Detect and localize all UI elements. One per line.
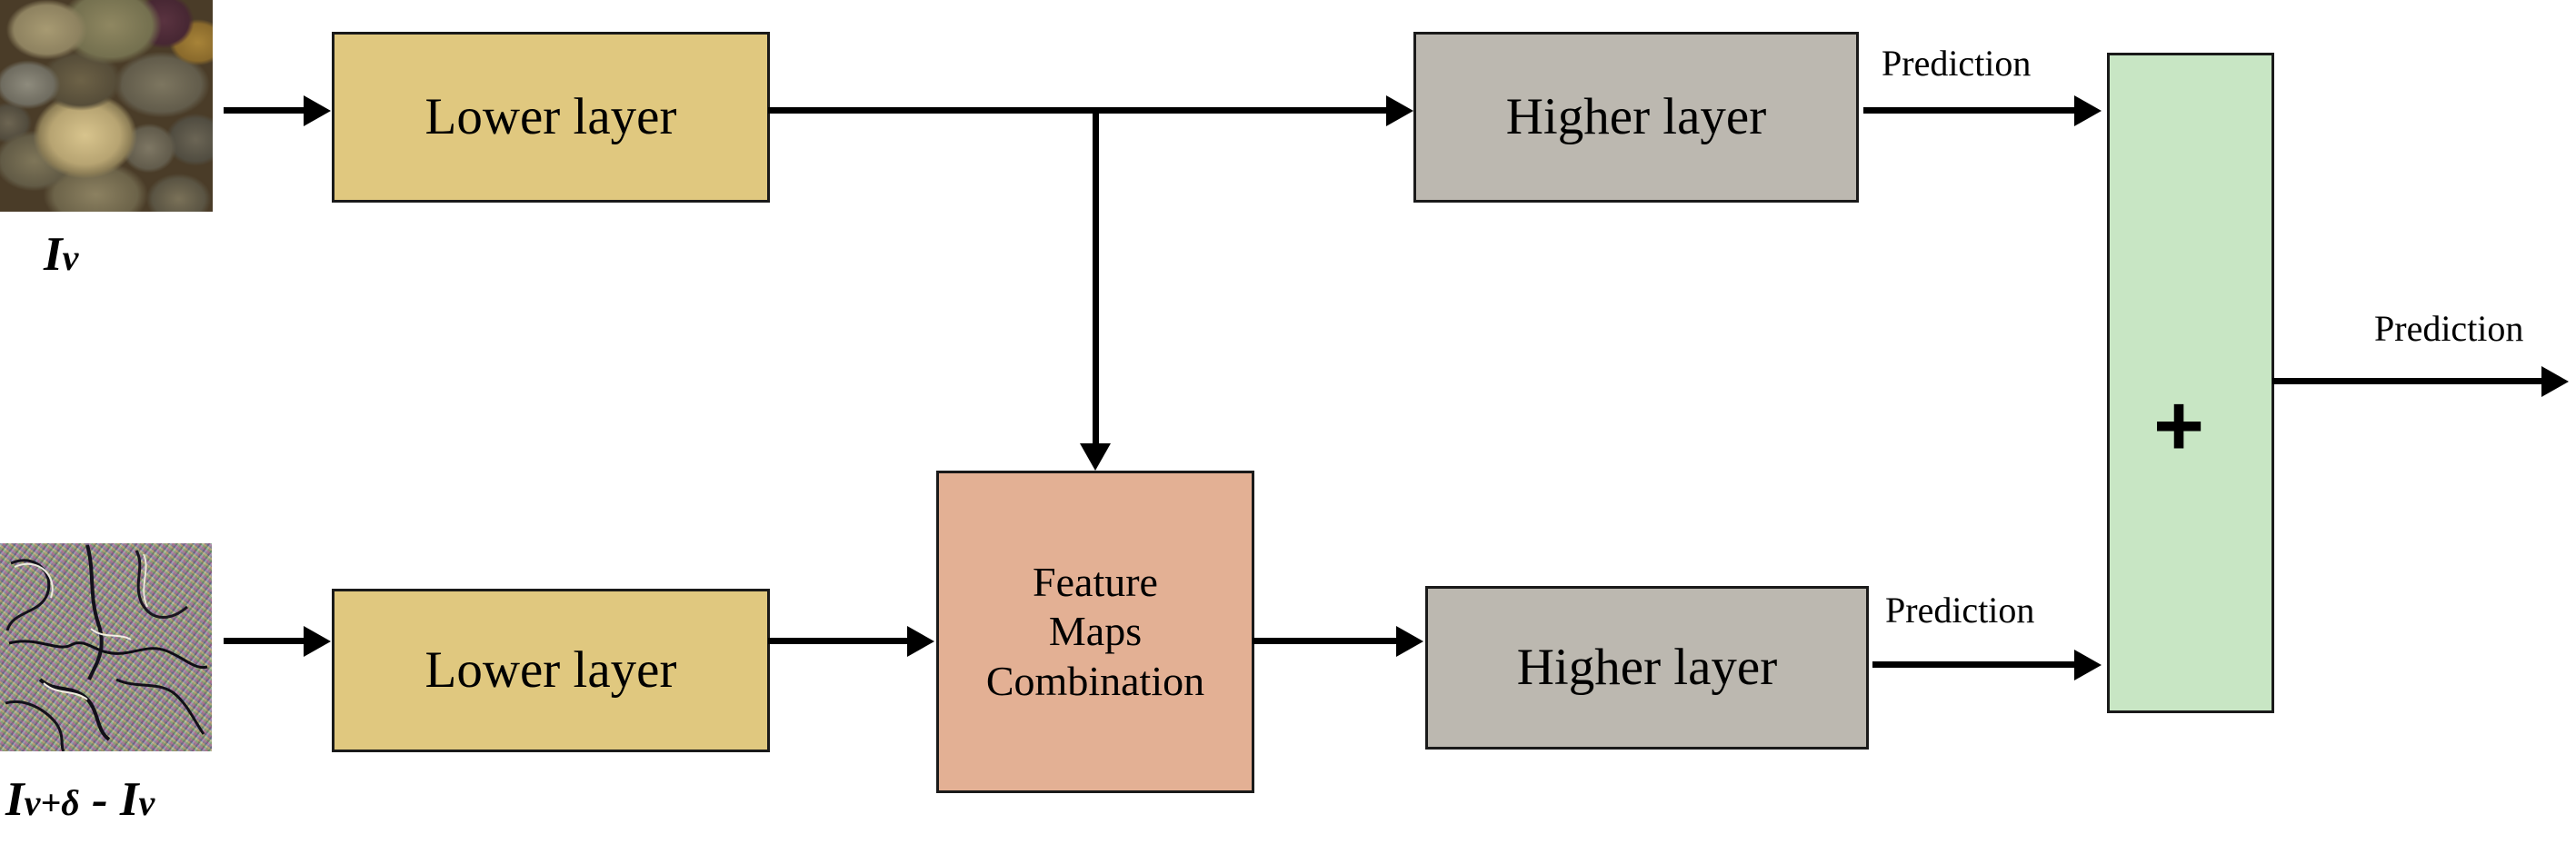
higher-layer-bottom-label: Higher layer <box>1516 639 1778 697</box>
combination-label-line-1: Feature <box>1033 559 1158 606</box>
lower-layer-bottom-box[interactable]: Lower layer <box>332 589 770 752</box>
higher-layer-bottom-box[interactable]: Higher layer <box>1425 586 1869 750</box>
lower-layer-bottom-label: Lower layer <box>424 641 677 700</box>
clean-image-caption-subscript: v <box>62 237 79 278</box>
combination-label-line-2: Maps <box>1048 608 1143 655</box>
perturbation-image-thumbnail <box>0 543 212 751</box>
edge-clean-image-to-lower-layer <box>224 107 305 114</box>
edge-sum-to-output <box>2272 378 2545 384</box>
perturbation-caption-operator: - <box>79 773 120 826</box>
arrowhead-lower-layer-top-to-combination <box>1080 443 1111 471</box>
arrowhead-higher-layer-top-to-sum <box>2074 95 2102 126</box>
noise-edge-lines <box>5 544 208 751</box>
higher-layer-top-box[interactable]: Higher layer <box>1413 32 1859 203</box>
edge-lower-layer-bottom-to-combination <box>768 638 909 644</box>
prediction-output-label: Prediction <box>2374 308 2524 349</box>
perturbation-caption-symbol-2: I <box>119 773 139 826</box>
feature-maps-combination-box[interactable]: Feature Maps Combination <box>936 471 1254 793</box>
arrowhead-combination-to-higher-layer-bottom <box>1396 626 1423 657</box>
edge-higher-layer-top-to-sum <box>1863 107 2082 114</box>
perturbation-image-caption: Iv+δ - Iv <box>5 772 155 827</box>
prediction-sum-box[interactable]: + <box>2107 53 2274 713</box>
clean-image-caption: Iv <box>44 227 78 282</box>
arrowhead-sum-to-output <box>2541 366 2569 397</box>
lower-layer-top-label: Lower layer <box>424 88 677 146</box>
arrowhead-lower-layer-bottom-to-combination <box>907 626 934 657</box>
higher-layer-top-label: Higher layer <box>1505 88 1767 146</box>
perturbation-caption-symbol-1: I <box>5 773 25 826</box>
arrowhead-perturbation-image-to-lower-layer <box>304 626 331 657</box>
clean-image-thumbnail <box>0 0 213 212</box>
lower-layer-top-box[interactable]: Lower layer <box>332 32 770 203</box>
edge-combination-to-higher-layer-bottom <box>1253 638 1398 644</box>
edge-higher-layer-bottom-to-sum <box>1872 661 2082 668</box>
clean-image-caption-symbol: I <box>44 228 63 281</box>
edge-perturbation-image-to-lower-layer <box>224 638 305 644</box>
arrowhead-lower-layer-top-to-higher-layer-top <box>1386 95 1413 126</box>
prediction-bottom-label: Prediction <box>1885 590 2035 631</box>
arrowhead-clean-image-to-lower-layer <box>304 95 331 126</box>
perturbation-caption-subscript-2: v <box>138 782 155 823</box>
combination-label-line-3: Combination <box>985 657 1205 704</box>
edge-lower-layer-top-to-combination <box>1093 107 1099 443</box>
arrowhead-higher-layer-bottom-to-sum <box>2074 650 2102 680</box>
edge-lower-layer-top-to-higher-layer-top <box>768 107 1404 114</box>
prediction-top-label: Prediction <box>1882 43 2032 84</box>
plus-icon: + <box>2153 377 2205 474</box>
perturbation-caption-subscript-1: v+δ <box>24 782 80 823</box>
